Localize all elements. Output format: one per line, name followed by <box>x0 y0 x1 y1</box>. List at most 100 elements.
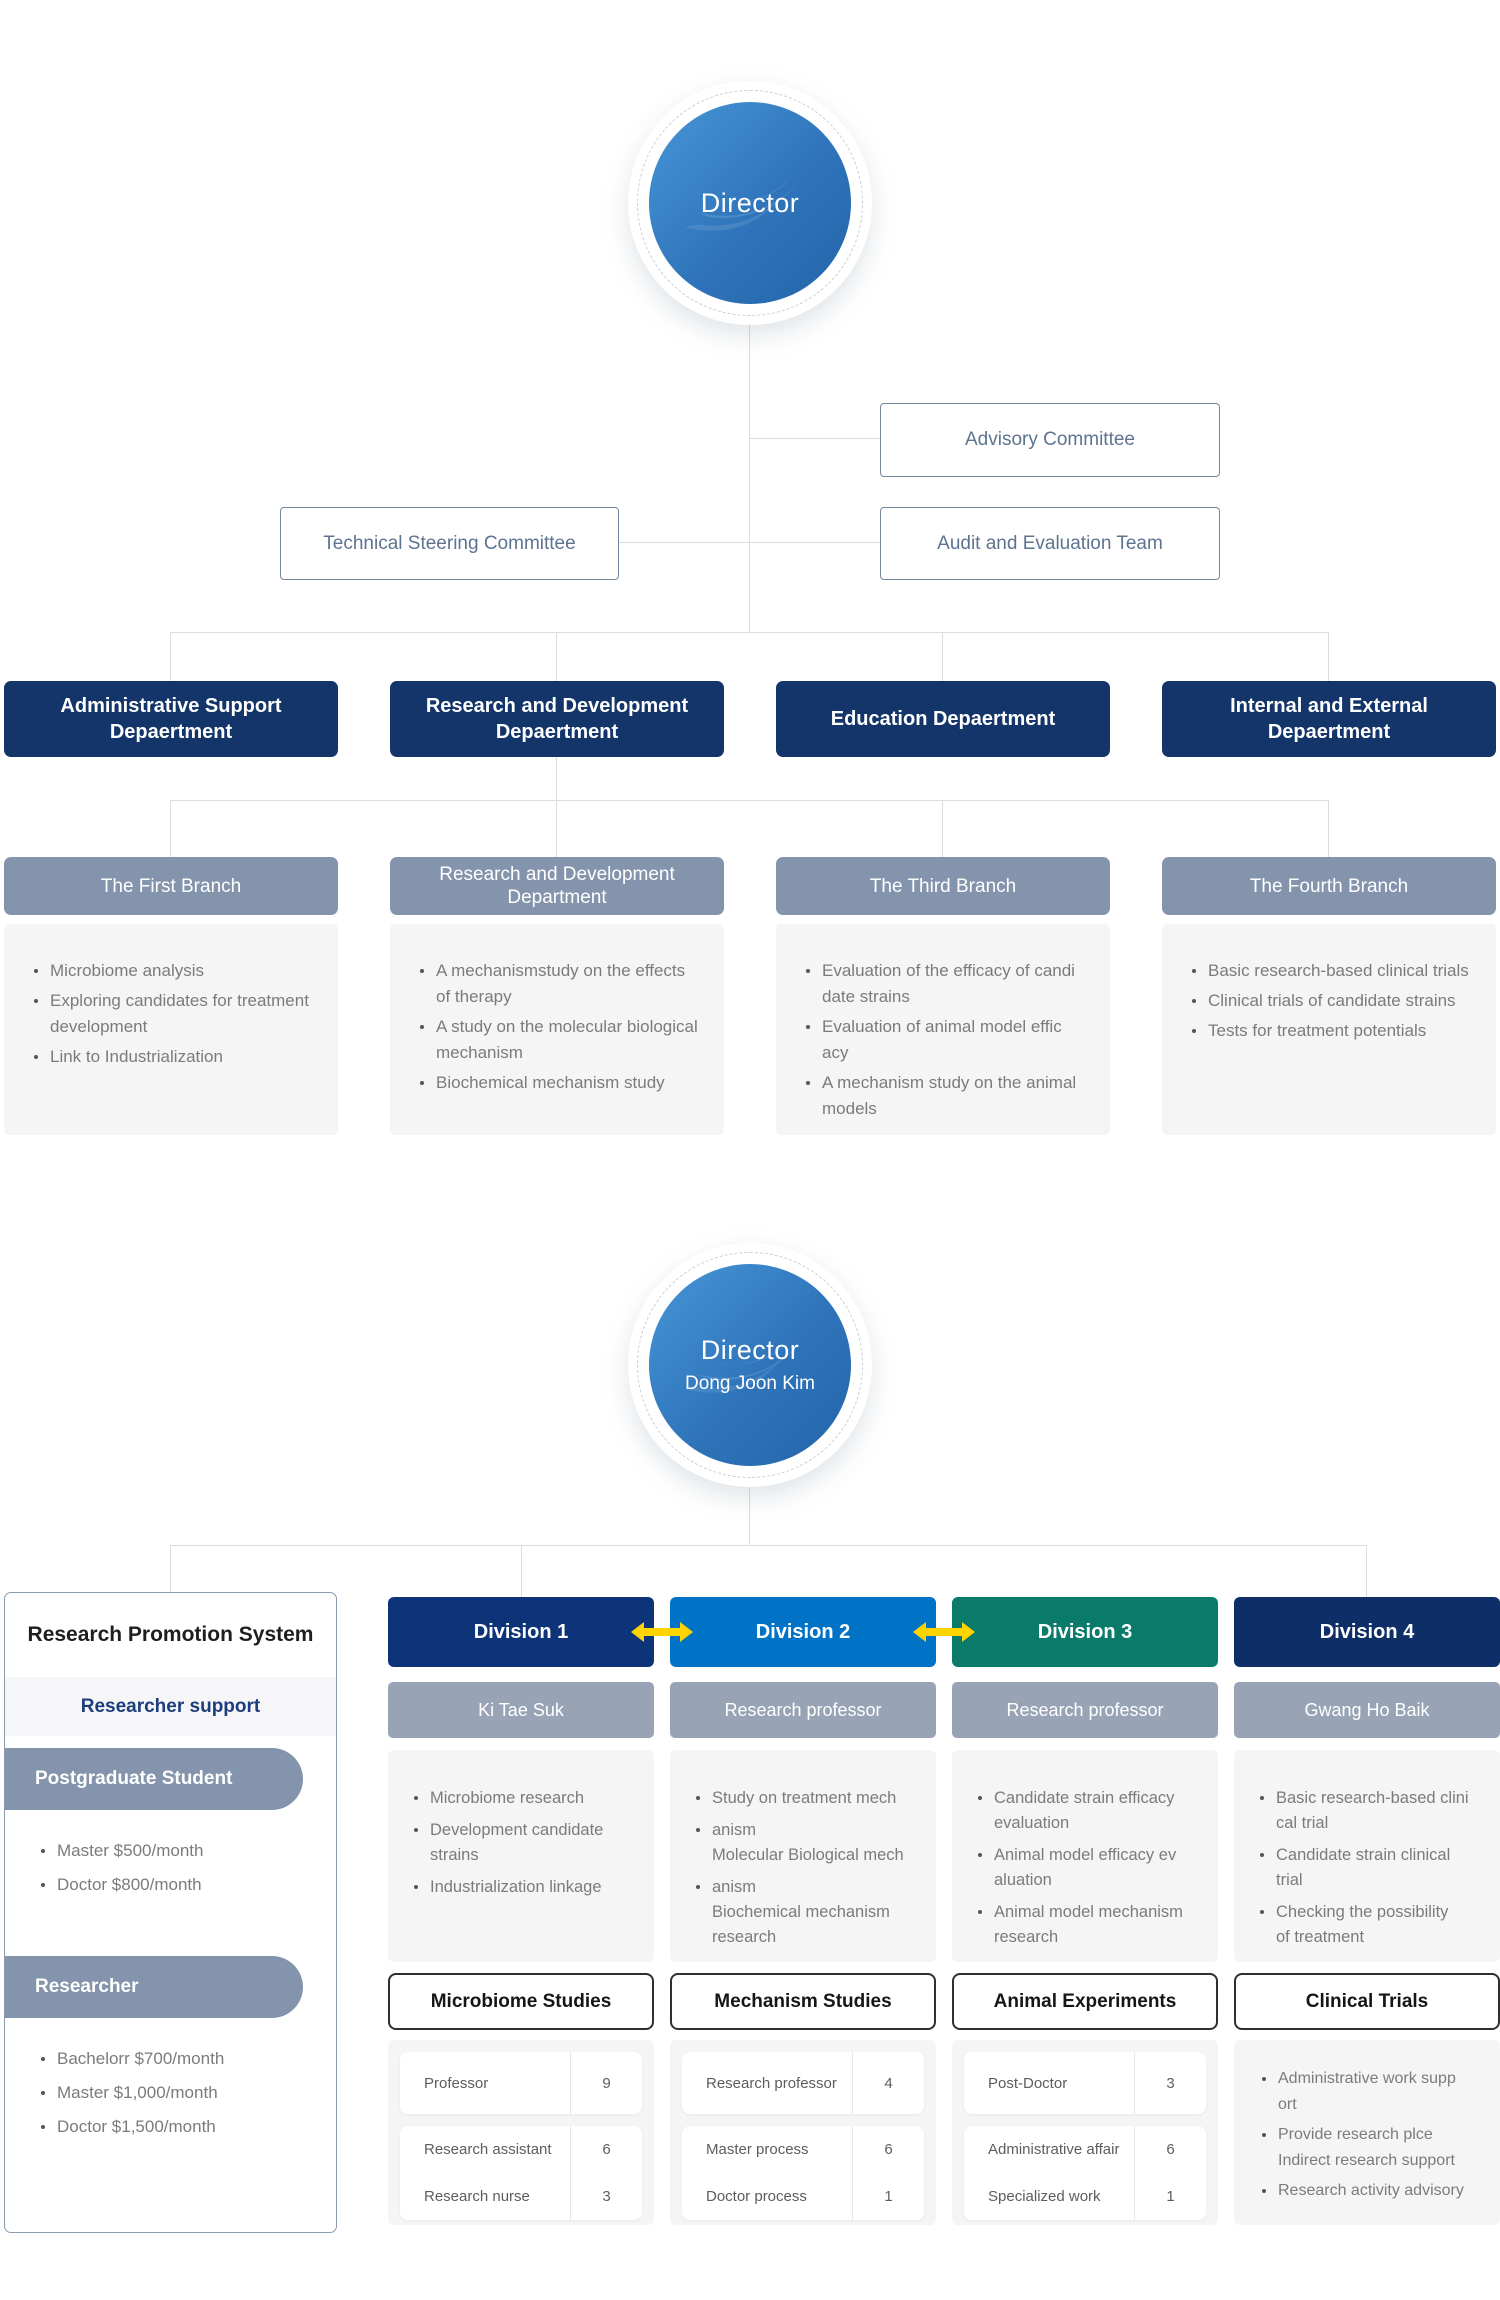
division-focus-line: cal trial <box>1260 1811 1490 1836</box>
bullet-dot <box>1260 1796 1264 1800</box>
division-focus-line: Biochemical mechanism <box>696 1900 926 1925</box>
bullet-dot <box>1262 2133 1266 2137</box>
list-text: Basic research-based clini <box>1276 1789 1469 1807</box>
branch-items-panel: A mechanismstudy on the effects of therap… <box>390 924 724 1135</box>
division-focus-line: research <box>978 1925 1208 1950</box>
list-text: Evaluation of the efficacy of candi <box>822 961 1075 980</box>
branch-item-line: A mechanism study on the animal <box>806 1070 1094 1096</box>
bullet-dot <box>41 1883 45 1887</box>
connector-line <box>942 800 943 857</box>
division-focus-line: trial <box>1260 1868 1490 1893</box>
bullet-dot <box>41 1849 45 1853</box>
bullet-dot <box>696 1796 700 1800</box>
division-note-line: ort <box>1262 2092 1490 2118</box>
staff-role: Research assistant <box>424 2141 552 2158</box>
list-text: Industrialization linkage <box>430 1878 602 1896</box>
staff-count: 3 <box>570 2173 642 2220</box>
bullet-dot <box>1260 1853 1264 1857</box>
director-circle: Director Dong Joon Kim <box>649 1264 851 1466</box>
list-text: A study on the molecular biological <box>436 1017 698 1036</box>
bullet-dot <box>978 1796 982 1800</box>
branch-item-line: Exploring candidates for treatment <box>34 988 322 1014</box>
division-focus-line: Industrialization linkage <box>414 1875 644 1900</box>
promotion-item-line: Doctor $1,500/month <box>41 2112 336 2142</box>
bullet-dot <box>420 969 424 973</box>
staff-count: 6 <box>570 2126 642 2173</box>
bullet-dot <box>414 1828 418 1832</box>
division-focus-line: research <box>696 1925 926 1950</box>
list-text: Molecular Biological mech <box>712 1846 904 1864</box>
promotion-band: Researcher <box>5 1956 303 2018</box>
bullet-dot <box>696 1828 700 1832</box>
branch-item-line: A mechanismstudy on the effects <box>420 958 708 984</box>
list-text: Administrative work supp <box>1278 2070 1456 2087</box>
bullet-dot <box>41 2125 45 2129</box>
advisory-committee-label: Advisory Committee <box>965 429 1135 450</box>
list-text: Link to Industrialization <box>50 1047 223 1066</box>
technical-steering-committee-label: Technical Steering Committee <box>323 532 576 554</box>
connector-line <box>942 632 943 681</box>
connector-line <box>170 632 1329 633</box>
list-text: Development candidate <box>430 1821 604 1839</box>
connector-line <box>617 542 880 543</box>
bullet-dot <box>1192 999 1196 1003</box>
staff-role: Research professor <box>706 2074 837 2092</box>
bullet-dot <box>696 1885 700 1889</box>
branch-items-panel: Evaluation of the efficacy of candi date … <box>776 924 1110 1135</box>
list-text: Exploring candidates for treatment <box>50 991 309 1010</box>
list-text: research <box>994 1928 1059 1946</box>
list-text: evaluation <box>994 1814 1070 1832</box>
list-text: Research activity advisory <box>1278 2182 1464 2199</box>
list-text: Microbiome research <box>430 1789 585 1807</box>
promotion-item-line: Master $1,000/month <box>41 2078 336 2108</box>
staff-count: 6 <box>1134 2126 1206 2173</box>
branch-item-line: Evaluation of animal model effic <box>806 1014 1094 1040</box>
list-text: Animal model efficacy ev <box>994 1846 1177 1864</box>
branch-header: The Fourth Branch <box>1162 857 1496 915</box>
bullet-dot <box>806 1081 810 1085</box>
list-text: Tests for treatment potentials <box>1208 1021 1427 1040</box>
list-text: Doctor $800/month <box>57 1875 202 1894</box>
list-text: Candidate strain efficacy <box>994 1789 1175 1807</box>
technical-steering-committee-box: Technical Steering Committee <box>280 507 619 580</box>
list-text: Doctor $1,500/month <box>57 2117 216 2136</box>
branch-item-line: date strains <box>806 984 1094 1010</box>
branch-item-line: Microbiome analysis <box>34 958 322 984</box>
list-text: Indirect research support <box>1278 2152 1455 2169</box>
advisory-committee-box: Advisory Committee <box>880 403 1220 477</box>
branch-item-line: models <box>806 1096 1094 1122</box>
researcher-support-band: Researcher support <box>5 1677 336 1736</box>
list-text: of therapy <box>436 987 512 1006</box>
bullet-dot <box>414 1796 418 1800</box>
list-text: Animal model mechanism <box>994 1903 1183 1921</box>
list-text: A mechanismstudy on the effects <box>436 961 686 980</box>
list-text: Basic research-based clinical trials <box>1208 961 1469 980</box>
department-box: Education Depaertment <box>776 681 1110 757</box>
connector-line <box>750 438 880 439</box>
list-text: of treatment <box>1276 1928 1365 1946</box>
connector-line <box>556 800 557 857</box>
staff-role: Research nurse <box>424 2188 530 2205</box>
division-focus-line: anism <box>696 1875 926 1900</box>
staff-count: 1 <box>852 2173 924 2220</box>
director-node-bottom: Director Dong Joon Kim <box>628 1243 872 1487</box>
list-text: Biochemical mechanism <box>712 1903 890 1921</box>
director-circle: Director <box>649 102 851 304</box>
division-focus-line: Animal model mechanism <box>978 1900 1208 1925</box>
bullet-dot <box>34 999 38 1003</box>
double-arrow-icon <box>913 1622 975 1642</box>
